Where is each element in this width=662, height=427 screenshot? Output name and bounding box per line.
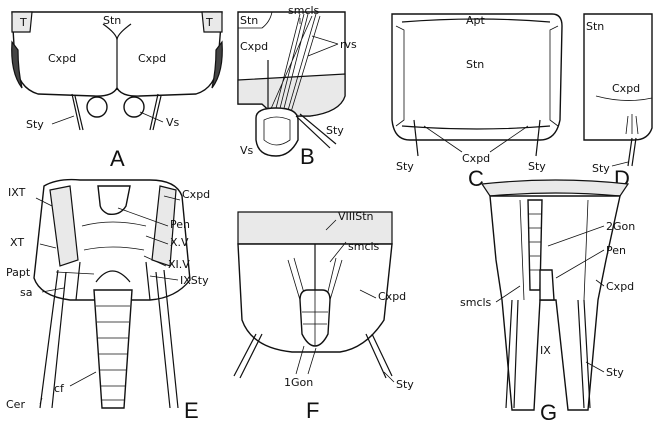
panel-f-label-sty: Sty	[396, 378, 414, 391]
panel-c: Apt Stn Sty Cxpd Sty C	[392, 14, 562, 191]
panel-g-label-2gon: 2Gon	[606, 220, 635, 233]
panel-a-label-vs: Vs	[166, 116, 180, 129]
panel-d: Stn Cxpd Sty D	[584, 14, 652, 191]
panel-g-label-cxpd: Cxpd	[606, 280, 634, 293]
panel-e-label-ixt: IXT	[8, 186, 26, 199]
panel-e-label-sa: sa	[20, 286, 32, 299]
panel-e-caudal-filament	[94, 290, 132, 408]
panel-g: 2Gon Pen Cxpd smcls IX Sty G	[460, 180, 635, 425]
panel-a-label-sty: Sty	[26, 118, 44, 131]
panel-a-label-t-right: T	[205, 16, 213, 29]
panel-a-label-stn: Stn	[103, 14, 121, 27]
panel-e: IXT Cxpd Pen XT X.V XI.V Papt IXSty sa c…	[6, 180, 210, 423]
panel-g-label-pen: Pen	[606, 244, 626, 257]
panel-g-label-smcls: smcls	[460, 296, 492, 309]
panel-b-letter: B	[300, 144, 315, 169]
panel-g-apodeme-bar	[482, 180, 628, 196]
panel-f-label-smcls: smcls	[348, 240, 380, 253]
panel-g-body	[490, 196, 620, 410]
panel-a-leader-sty	[52, 116, 74, 124]
panel-c-label-cxpd: Cxpd	[462, 152, 490, 165]
panel-g-label-sty: Sty	[606, 366, 624, 379]
panel-a-right-vesicle	[124, 97, 144, 117]
panel-d-label-sty: Sty	[592, 162, 610, 175]
panel-e-label-cer: Cer	[6, 398, 25, 411]
panel-e-label-pen: Pen	[170, 218, 190, 231]
panel-g-penis	[540, 270, 554, 300]
panel-a-label-cxpd-right: Cxpd	[138, 52, 166, 65]
panel-c-letter: C	[468, 166, 484, 191]
panel-e-letter: E	[184, 398, 199, 423]
panel-f-letter: F	[306, 398, 319, 423]
panel-f-label-cxpd: Cxpd	[378, 290, 406, 303]
panel-a-label-t-left: T	[19, 16, 27, 29]
panel-a-right-stylus	[150, 94, 161, 130]
panel-b-vesicle	[256, 108, 298, 156]
panel-e-label-xv: X.V	[170, 236, 189, 249]
panel-a-label-cxpd-left: Cxpd	[48, 52, 76, 65]
panel-f-label-viiistn: VIIIStn	[338, 210, 374, 223]
panel-b-label-stn: Stn	[240, 14, 258, 27]
panel-e-label-xiv: XI.V	[168, 258, 190, 271]
panel-a: T Stn T Cxpd Cxpd Sty Vs A	[12, 12, 223, 171]
panel-b-label-vs: Vs	[240, 144, 254, 157]
panel-b: Stn smcls Cxpd rvs Sty Vs B	[238, 4, 357, 169]
panel-b-label-rvs: rvs	[340, 38, 357, 51]
panel-c-label-apt: Apt	[466, 14, 486, 27]
panel-e-label-cxpd: Cxpd	[182, 188, 210, 201]
panel-d-stylus	[628, 138, 636, 166]
panel-e-label-cf: cf	[54, 382, 65, 395]
panel-b-label-cxpd: Cxpd	[240, 40, 268, 53]
panel-d-label-stn: Stn	[586, 20, 604, 33]
panel-c-outline	[392, 14, 562, 140]
panel-f-label-1gon: 1Gon	[284, 376, 313, 389]
panel-b-label-smcls: smcls	[288, 4, 320, 17]
panel-c-label-sty-left: Sty	[396, 160, 414, 173]
panel-a-left-stylus	[72, 94, 83, 130]
panel-d-label-cxpd: Cxpd	[612, 82, 640, 95]
panel-a-letter: A	[110, 146, 125, 171]
panel-b-label-sty: Sty	[326, 124, 344, 137]
panel-f-right-stylus	[366, 334, 392, 378]
panel-e-label-ixsty: IXSty	[180, 274, 209, 287]
panel-g-label-ix: IX	[540, 344, 551, 357]
panel-f: VIIIStn smcls Cxpd 1Gon Sty F	[234, 210, 414, 423]
panel-g-letter: G	[540, 400, 557, 425]
panel-c-label-stn: Stn	[466, 58, 484, 71]
panel-c-label-sty-right: Sty	[528, 160, 546, 173]
panel-e-label-xt: XT	[10, 236, 24, 249]
panel-a-left-vesicle	[87, 97, 107, 117]
panel-e-label-papt: Papt	[6, 266, 31, 279]
